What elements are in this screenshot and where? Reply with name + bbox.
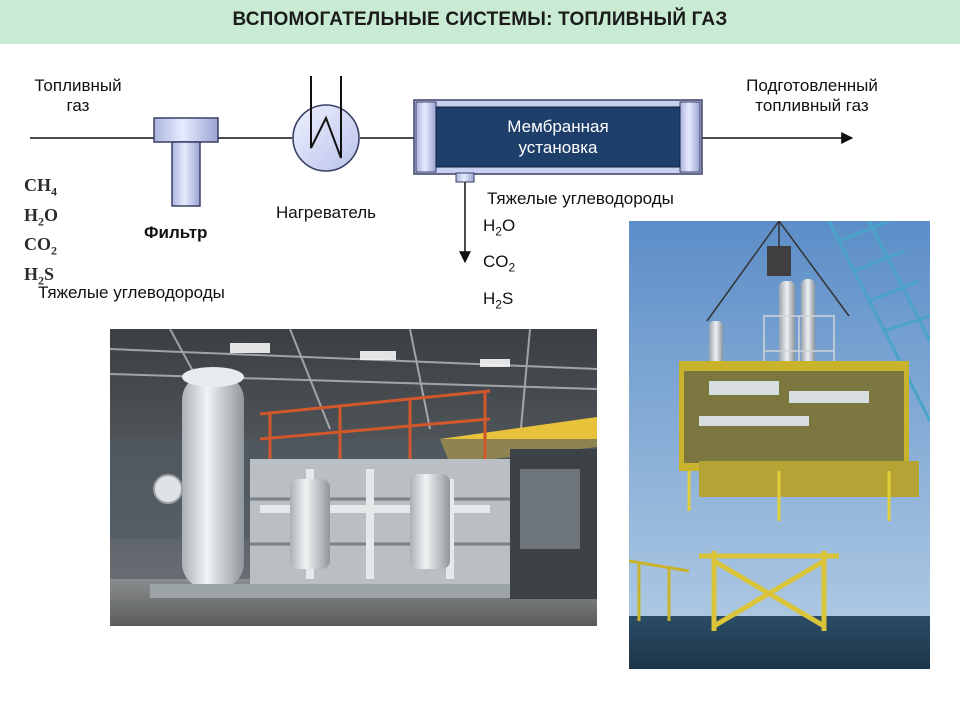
membrane-label-line2: установка xyxy=(518,138,598,157)
process-flow-diagram xyxy=(30,76,854,264)
inlet-label: Топливный газ xyxy=(8,76,148,116)
membrane-label-line1: Мембранная xyxy=(507,117,609,136)
membrane-label: Мембранная установка xyxy=(436,116,680,158)
outlet-label-line1: Подготовленный xyxy=(746,76,878,95)
offshore-platform-photo xyxy=(629,221,930,669)
feed-components-list: CH4 H2O CO2 H2S xyxy=(24,174,58,292)
feed-component-h2o: H2O xyxy=(24,204,59,229)
page-title: ВСПОМОГАТЕЛЬНЫЕ СИСТЕМЫ: ТОПЛИВНЫЙ ГАЗ xyxy=(232,9,728,30)
membrane-outlet-label: Тяжелые углеводороды xyxy=(487,189,674,208)
feed-component-co2: CO2 xyxy=(24,234,57,258)
removed-component-co2: CO2 xyxy=(483,252,516,275)
heater-label: Нагреватель xyxy=(276,203,377,222)
membrane-unit-icon xyxy=(413,99,703,183)
feed-component-ch4: CH4 xyxy=(24,175,57,199)
feed-component-h2s: H2S xyxy=(24,263,55,288)
heater-icon xyxy=(292,76,360,172)
outlet-label-line2: топливный газ xyxy=(755,96,869,115)
inlet-label-line1: Топливный xyxy=(34,76,122,95)
title-bar xyxy=(0,0,960,44)
filter-label: Фильтр xyxy=(144,223,208,242)
outlet-label: Подготовленный топливный газ xyxy=(712,76,912,116)
inlet-label-line2: газ xyxy=(66,96,90,115)
filter-icon xyxy=(153,117,219,207)
feed-heavy-hydrocarbons-label: Тяжелые углеводороды xyxy=(38,283,225,302)
removed-component-h2o: H2O xyxy=(483,216,516,239)
fuel-gas-skid-photo xyxy=(110,329,597,626)
removed-component-h2s: H2S xyxy=(483,289,514,312)
